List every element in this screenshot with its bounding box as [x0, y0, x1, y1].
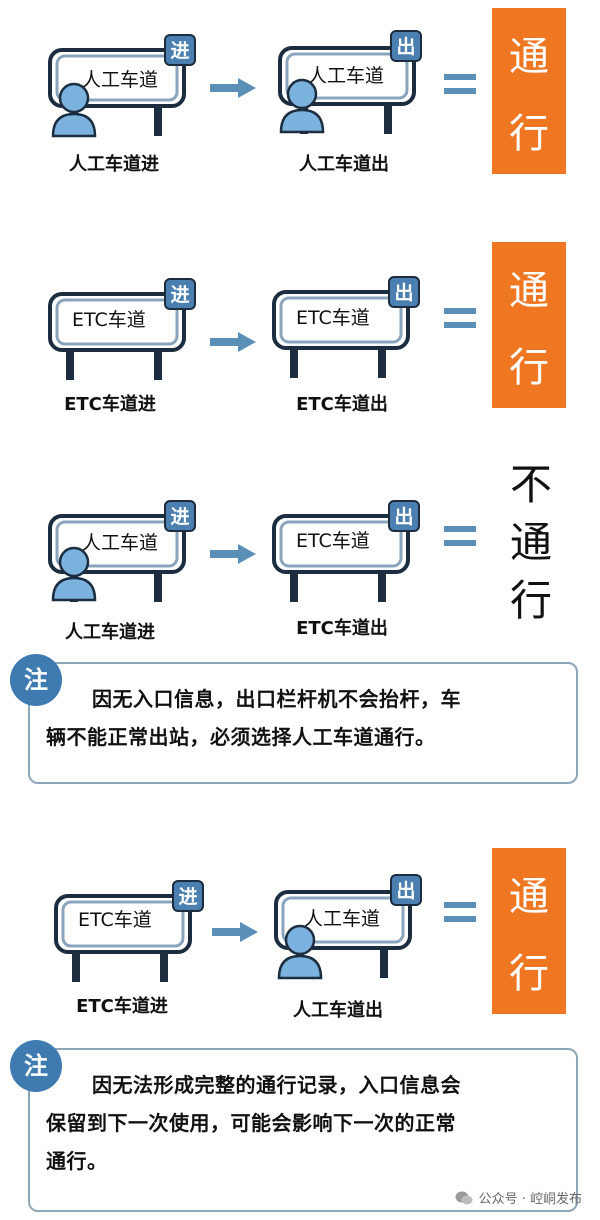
result-box: 通 行 [492, 848, 566, 1014]
exit-caption: 人工车道出 [293, 1000, 383, 1021]
person-icon [279, 78, 325, 134]
sign-label: 人工车道 [308, 65, 385, 87]
result-char: 不 [509, 460, 552, 509]
footer-watermark: 公众号 · 崆峒发布 [455, 1188, 582, 1207]
exit-badge: 出 [388, 500, 420, 532]
entry-caption: 人工车道进 [65, 622, 155, 643]
person-icon [51, 82, 97, 138]
arrow-right-icon [210, 332, 256, 352]
note-text: 因无法形成完整的通行记录，入口信息会 保留到下一次使用，可能会影响下一次的正常 … [46, 1066, 576, 1180]
note-line: 通行。 [46, 1149, 108, 1173]
sign-label: 人工车道 [304, 908, 381, 930]
entry-caption: ETC车道进 [76, 996, 168, 1017]
equals-icon [444, 526, 476, 546]
booth-sign-frame [272, 290, 410, 378]
entry-caption: 人工车道进 [69, 154, 159, 175]
note-badge: 注 [10, 654, 62, 706]
exit-booth: ETC车道 出 [270, 496, 440, 606]
exit-badge: 出 [390, 30, 422, 62]
entry-badge: 进 [164, 34, 196, 66]
arrow-right-icon [212, 922, 258, 942]
entry-booth: 人工车道 进 [46, 30, 216, 140]
result-char: 通 [509, 267, 549, 314]
sign-label: ETC车道 [296, 530, 370, 552]
sign-label: ETC车道 [296, 307, 370, 329]
equals-icon [444, 308, 476, 328]
equals-icon [444, 902, 476, 922]
exit-caption: ETC车道出 [296, 394, 388, 415]
result-char: 行 [509, 344, 549, 391]
result-char: 通 [509, 518, 552, 567]
note-line: 因无入口信息，出口栏杆机不会抬杆，车 [92, 687, 461, 711]
exit-booth: 人工车道 出 [272, 872, 442, 982]
result-char: 通 [509, 33, 549, 80]
booth-sign-frame [272, 514, 410, 602]
result-char: 行 [509, 950, 549, 997]
note-text: 因无入口信息，出口栏杆机不会抬杆，车 辆不能正常出站，必须选择人工车道通行。 [46, 680, 566, 756]
note-box [28, 662, 578, 784]
sign-label: ETC车道 [78, 909, 152, 931]
entry-badge: 进 [172, 880, 204, 912]
entry-booth: ETC车道 进 [46, 274, 216, 384]
note-badge: 注 [10, 1040, 62, 1092]
exit-booth: 人工车道 出 [276, 28, 446, 138]
exit-booth: ETC车道 出 [270, 272, 440, 382]
equals-icon [444, 74, 476, 94]
result-no-pass: 不 通 行 [494, 456, 568, 630]
exit-badge: 出 [388, 276, 420, 308]
note-box [28, 1048, 578, 1212]
sign-label: 人工车道 [82, 532, 159, 554]
exit-badge: 出 [390, 874, 422, 906]
arrow-right-icon [210, 78, 256, 98]
note-line: 辆不能正常出站，必须选择人工车道通行。 [46, 725, 436, 749]
booth-sign-frame [48, 292, 186, 380]
result-char: 行 [509, 576, 552, 625]
entry-badge: 进 [164, 278, 196, 310]
entry-booth: ETC车道 进 [52, 876, 222, 986]
result-char: 通 [509, 873, 549, 920]
person-icon [51, 546, 97, 602]
arrow-right-icon [210, 544, 256, 564]
booth-sign-frame [54, 894, 192, 982]
person-icon [277, 924, 323, 980]
entry-booth: 人工车道 进 [46, 496, 216, 606]
wechat-icon [455, 1191, 473, 1204]
sign-label: ETC车道 [72, 309, 146, 331]
exit-caption: ETC车道出 [296, 618, 388, 639]
result-box: 通 行 [492, 242, 566, 408]
result-box: 通 行 [492, 8, 566, 174]
note-line: 因无法形成完整的通行记录，入口信息会 [92, 1073, 461, 1097]
entry-caption: ETC车道进 [64, 394, 156, 415]
exit-caption: 人工车道出 [299, 154, 389, 175]
sign-label: 人工车道 [82, 69, 159, 91]
result-char: 行 [509, 110, 549, 157]
footer-text: 公众号 · 崆峒发布 [478, 1192, 582, 1207]
entry-badge: 进 [164, 500, 196, 532]
note-line: 保留到下一次使用，可能会影响下一次的正常 [46, 1111, 456, 1135]
